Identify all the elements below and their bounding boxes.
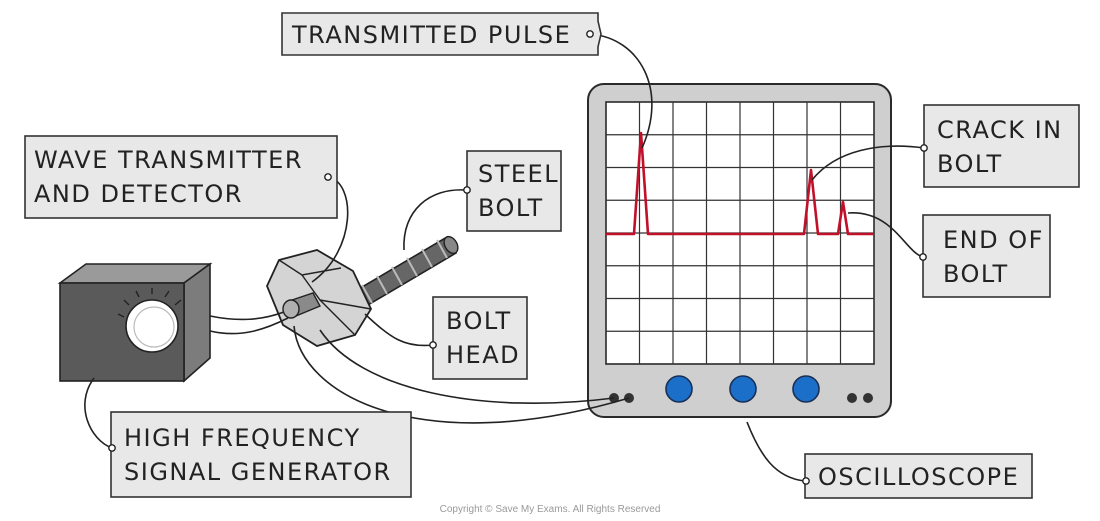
transmitted-pulse-text: TRANSMITTED PULSE [291,21,571,49]
label-wave-transmitter: WAVE TRANSMITTER AND DETECTOR [24,135,338,219]
label-crack-in-bolt: CRACK IN BOLT [920,104,1080,188]
knob-2[interactable] [729,375,757,403]
label-bolt-head: BOLT HEAD [429,296,528,380]
signal-gen-text-1: HIGH FREQUENCY [124,424,361,452]
steel-bolt [266,235,459,347]
bolt-head-text-2: HEAD [446,341,520,369]
wave-transmitter-probe [282,292,321,319]
oscilloscope [587,83,892,418]
label-signal-generator: HIGH FREQUENCY SIGNAL GENERATOR [108,411,412,498]
signal-generator [57,262,213,383]
wave-transmitter-text-2: AND DETECTOR [34,180,243,208]
label-transmitted-pulse: TRANSMITTED PULSE [281,12,602,56]
wires [209,311,630,424]
socket-right-2[interactable] [863,393,873,403]
label-end-of-bolt: END OF BOLT [919,214,1051,298]
bolt-thread [361,239,448,304]
dial-icon[interactable] [117,288,182,353]
end-text-2: BOLT [943,260,1009,288]
end-text-1: END OF [943,226,1044,254]
label-steel-bolt: STEEL BOLT [463,150,562,232]
bolt-head [266,249,373,347]
knob-1[interactable] [665,375,693,403]
wave-transmitter-text-1: WAVE TRANSMITTER [34,146,303,174]
label-oscilloscope: OSCILLOSCOPE [802,453,1033,499]
oscilloscope-text: OSCILLOSCOPE [818,463,1019,491]
knob-3[interactable] [792,375,820,403]
bolt-head-text-1: BOLT [446,307,512,335]
oscilloscope-trace [606,131,874,236]
signal-gen-text-2: SIGNAL GENERATOR [124,458,392,486]
crack-text-1: CRACK IN [937,116,1063,144]
socket-right-1[interactable] [847,393,857,403]
steel-bolt-text-1: STEEL [478,160,559,188]
crack-text-2: BOLT [937,150,1003,178]
steel-bolt-text-2: BOLT [478,194,544,222]
copyright-text: Copyright © Save My Exams. All Rights Re… [440,504,661,515]
